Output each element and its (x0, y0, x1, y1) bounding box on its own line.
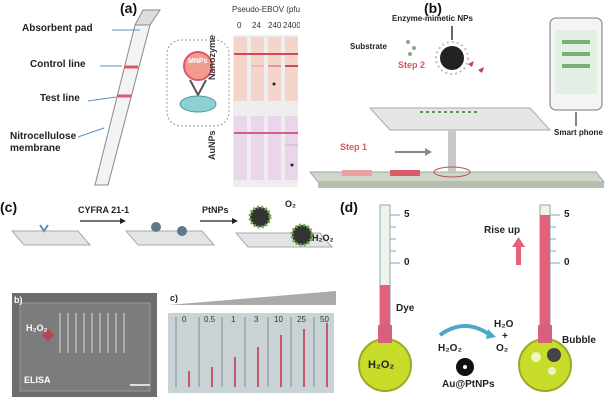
control-line-label: Control line (30, 59, 86, 70)
cap-conc-2: 1 (231, 315, 236, 324)
absorbent-pad (134, 9, 161, 26)
step2-label: Step 2 (398, 60, 426, 70)
product-h2o: H₂O (494, 319, 514, 330)
bubble-label: Bubble (562, 335, 596, 346)
panel-b: (b) Enzyme-mimetic NPs Substrate Step 2 … (300, 0, 614, 195)
enzyme-np-label: Enzyme-mimetic NPs (392, 14, 473, 23)
panel-d-label: (d) (340, 199, 358, 215)
panel-a: (a) Absorbent pad Control line Test line… (0, 0, 300, 195)
test-line-label: Test line (40, 93, 80, 104)
elisa-label: ELISA (24, 375, 51, 385)
panel-c-label: (c) (0, 199, 18, 215)
sub-c-label: c) (170, 293, 179, 303)
capillary-photo (168, 313, 334, 393)
panel-c: (c) CYFRA 21-1 PtNPs O₂ H₂O₂ b) c) H₂O₂ … (0, 195, 340, 401)
cap-conc-1: 0.5 (204, 315, 216, 324)
h2o2-product-label: H₂O₂ (312, 233, 334, 243)
cap-conc-0: 0 (182, 315, 187, 324)
absorbent-pad-label: Absorbent pad (22, 23, 93, 34)
right-scale-top: 5 (564, 209, 570, 220)
panel-a-graphic (77, 9, 298, 187)
panel-d: (d) 5 0 Dye H₂O₂ H₂O₂ H₂O + O₂ Au@PtNPs … (340, 195, 614, 401)
cap-conc-3: 3 (254, 315, 259, 324)
right-scale-bottom: 0 (564, 257, 570, 268)
antibody (179, 95, 217, 113)
platform (368, 107, 552, 131)
cap-conc-4: 10 (274, 315, 283, 324)
test-strip (94, 24, 151, 186)
panel-a-label: (a) (120, 0, 138, 16)
reactant-h2o2: H₂O₂ (438, 343, 462, 354)
conc-0: 0 (237, 21, 242, 30)
conc-3: 2400 (283, 21, 300, 30)
row-aunps-label: AuNPs (207, 130, 217, 160)
conc-1: 24 (252, 21, 261, 30)
cyfra-label: CYFRA 21-1 (78, 205, 130, 215)
concentration-header: Pseudo-EBOV (pfu/mL) (232, 5, 300, 14)
rise-up-label: Rise up (484, 225, 521, 236)
catalyst-label: Au@PtNPs (442, 379, 495, 390)
result-strips (233, 35, 298, 187)
enzyme-mimetic-np (440, 46, 464, 70)
product-o2: O₂ (496, 343, 509, 354)
membrane-label: Nitrocellulose membrane (10, 131, 77, 154)
substrate-label: Substrate (350, 42, 387, 51)
panel-c-graphic (10, 205, 336, 397)
step1-label: Step 1 (340, 142, 368, 152)
o2-label: O₂ (285, 199, 296, 209)
dye-label: Dye (396, 303, 415, 314)
chip-h2o2-label: H₂O₂ (26, 323, 48, 333)
mnp-particle (183, 51, 213, 81)
conc-2: 240 (268, 21, 282, 30)
left-scale-bottom: 0 (404, 257, 410, 268)
row-nanozyme-label: Nanozyme (207, 34, 217, 80)
panel-b-graphic (308, 17, 606, 188)
sub-b-label: b) (14, 295, 23, 305)
panel-d-graphic (358, 204, 572, 392)
panel-b-label: (b) (424, 0, 442, 16)
right-bulb (518, 338, 572, 392)
cap-conc-5: 25 (297, 315, 306, 324)
left-scale-top: 5 (404, 209, 410, 220)
cap-conc-6: 50 (320, 315, 329, 324)
bulb-h2o2-label: H₂O₂ (368, 359, 395, 371)
product-plus: + (502, 331, 508, 342)
ptnps-label: PtNPs (202, 205, 229, 215)
smartphone-label: Smart phone (554, 128, 603, 137)
mnps-label: MNPs (188, 58, 208, 65)
